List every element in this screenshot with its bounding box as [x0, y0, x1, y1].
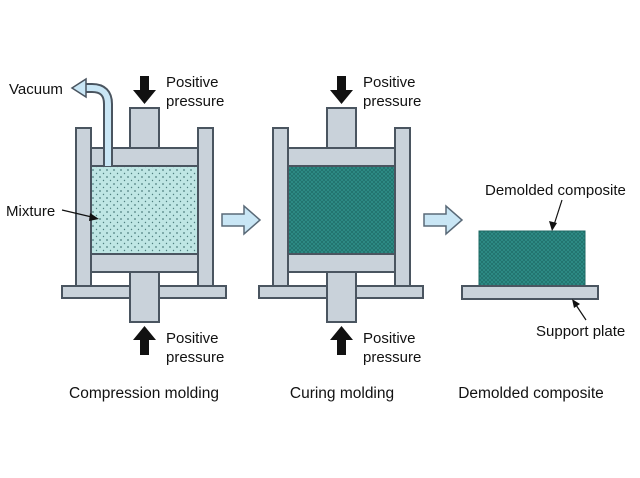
- positive-pressure-bottom-1-line1: Positive: [166, 330, 219, 347]
- bottom-ram-joint-2: [328, 284, 355, 300]
- left-guide-post: [75, 127, 92, 289]
- right-guide-post-2: [394, 127, 411, 289]
- pressure-arrow-up-icon-1: [133, 326, 156, 355]
- left-guide-post-2: [272, 127, 289, 289]
- demolded-composite-label: Demolded composite: [485, 182, 626, 199]
- positive-pressure-top-1-line1: Positive: [166, 74, 219, 91]
- positive-pressure-top-1-line2: pressure: [166, 93, 224, 110]
- support-plate: [461, 285, 599, 300]
- vacuum-pipe-icon: [70, 77, 113, 166]
- demolded-composite-callout: [549, 199, 563, 231]
- pressure-arrow-down-icon-1: [133, 76, 156, 104]
- top-ram-2: [326, 107, 357, 149]
- pressure-arrow-down-icon-2: [330, 76, 353, 104]
- pressure-arrow-up-icon-2: [330, 326, 353, 355]
- bottom-platen: [90, 253, 199, 273]
- vacuum-label: Vacuum: [9, 81, 63, 98]
- caption-demolded-composite: Demolded composite: [458, 385, 604, 402]
- cured-composite-fill: [288, 166, 395, 254]
- support-plate-label: Support plate: [536, 323, 625, 340]
- demolded-composite-block: [478, 230, 586, 287]
- positive-pressure-bottom-1-line2: pressure: [166, 349, 224, 366]
- mixture-callout: [61, 209, 99, 221]
- positive-pressure-top-2-line1: Positive: [363, 74, 416, 91]
- mixture-label: Mixture: [6, 203, 55, 220]
- positive-pressure-bottom-2-line2: pressure: [363, 349, 421, 366]
- caption-curing-molding: Curing molding: [290, 385, 394, 402]
- demolded-composite-assembly: [461, 230, 599, 300]
- caption-compression-molding: Compression molding: [69, 385, 219, 402]
- curing-molding-press: [258, 107, 424, 323]
- top-platen-2: [287, 147, 396, 167]
- right-guide-post: [197, 127, 214, 289]
- bottom-ram-joint: [131, 284, 158, 300]
- compression-molding-press: [61, 107, 227, 323]
- bottom-platen-2: [287, 253, 396, 273]
- positive-pressure-top-2-line2: pressure: [363, 93, 421, 110]
- support-plate-callout: [572, 299, 587, 321]
- top-ram: [129, 107, 160, 149]
- mixture-dots: [91, 166, 198, 254]
- process-arrow-right-icon-1: [221, 204, 262, 236]
- positive-pressure-bottom-2-line1: Positive: [363, 330, 416, 347]
- process-arrow-right-icon-2: [423, 204, 464, 236]
